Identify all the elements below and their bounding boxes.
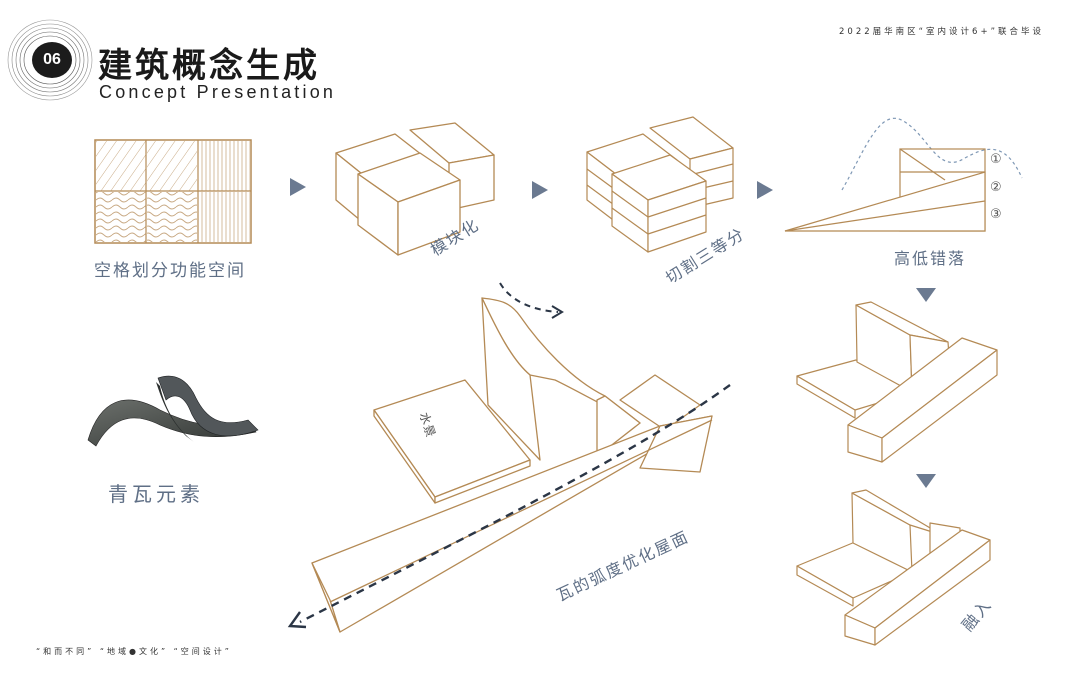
modular-blocks-diagram: [335, 122, 495, 256]
arrow-down-icon: [916, 288, 936, 302]
label-height-variation: 高低错落: [894, 249, 967, 268]
massing-stage-b: [796, 489, 991, 646]
page-title: 建筑概念生成: [98, 46, 320, 86]
arrow-head-icon: [551, 305, 564, 319]
header-caption: 2022届华南区“室内设计6+”联合毕设: [839, 27, 1044, 37]
grid-function-diagram: [94, 139, 252, 244]
level-marker-3: ③: [990, 207, 1002, 222]
arrow-right-icon: [290, 178, 306, 196]
page-subtitle: Concept Presentation: [99, 82, 337, 102]
level-marker-1: ①: [990, 152, 1002, 167]
shell-logo-icon: [7, 19, 93, 101]
massing-stage-a: [796, 301, 998, 463]
label-tile-element: 青瓦元素: [108, 482, 204, 506]
level-marker-2: ②: [990, 180, 1002, 195]
dashed-top-arrow: [499, 282, 559, 313]
arrow-down-icon: [916, 474, 936, 488]
height-variation-diagram: [784, 117, 1023, 232]
arrow-right-icon: [757, 181, 773, 199]
curved-roof-model: [311, 297, 713, 633]
label-space-division: 空格划分功能空间: [94, 261, 246, 281]
arrow-right-icon: [532, 181, 548, 199]
section-number-badge: 06: [32, 42, 72, 78]
grey-tile-image: [87, 375, 259, 447]
footer-caption: “和而不同” “地域●文化” “空间设计”: [36, 647, 232, 656]
cut-thirds-diagram: [586, 116, 734, 253]
arrow-head-icon: [287, 611, 307, 629]
dashed-flow-arrow: [299, 384, 731, 624]
